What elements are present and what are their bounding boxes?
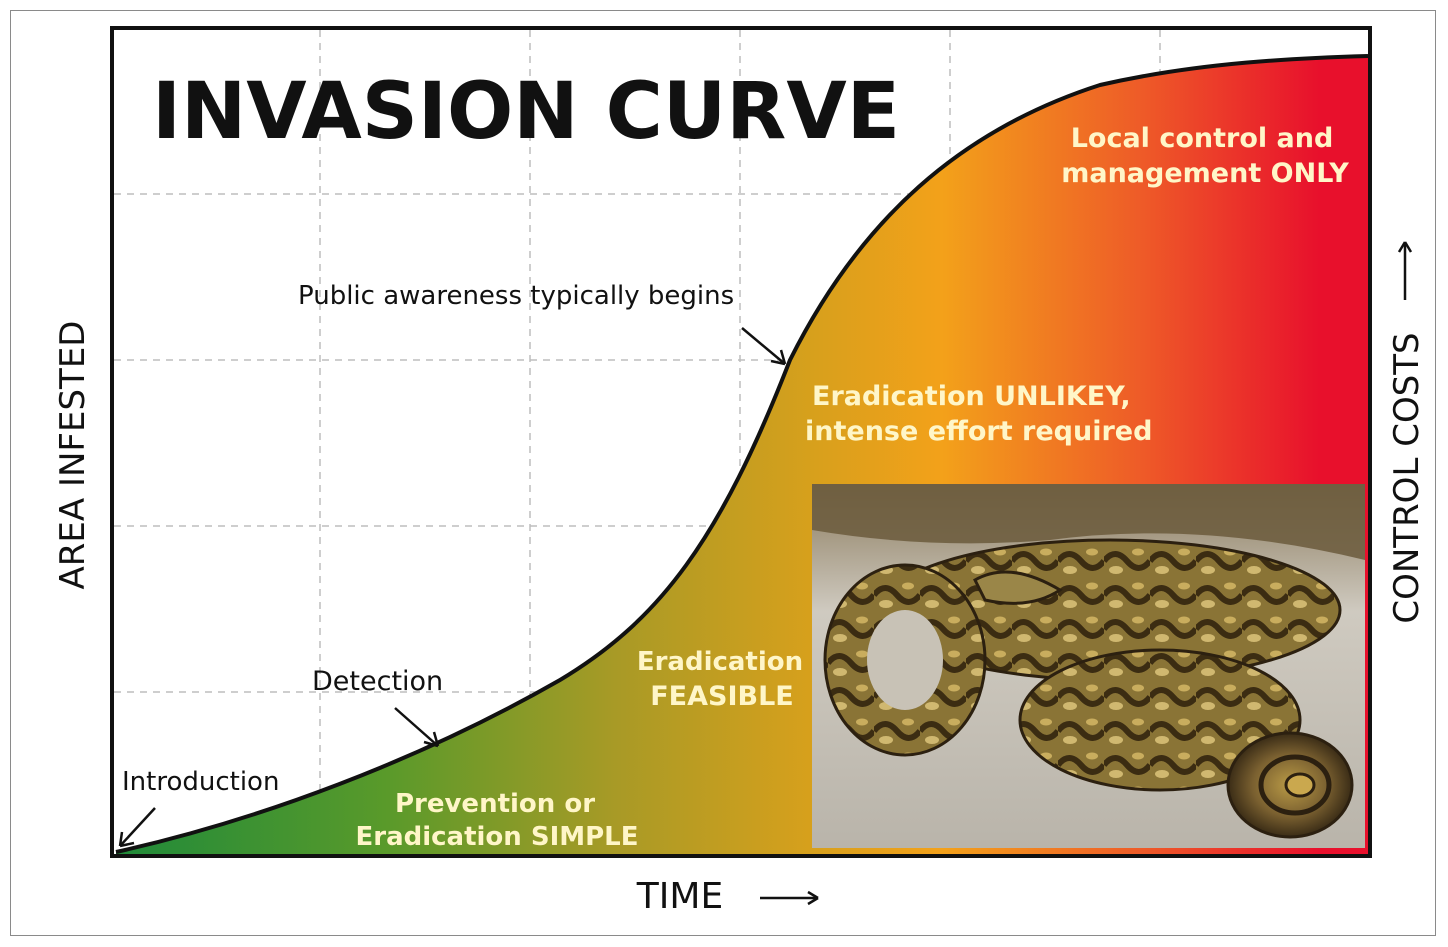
zone-local-line1: Local control and xyxy=(1071,123,1334,154)
zone-feasible-line2: FEASIBLE xyxy=(650,681,794,712)
zone-unlikely-line1: Eradication UNLIKEY, xyxy=(812,381,1131,412)
pointer-arrows xyxy=(118,241,1413,906)
y-axis-label: AREA INFESTED xyxy=(53,321,93,590)
zone-simple-line1: Prevention or xyxy=(395,789,595,819)
detection-arrow xyxy=(394,707,439,747)
zone-feasible-line1: Eradication xyxy=(637,647,803,677)
right-axis-label: CONTROL COSTS xyxy=(1387,332,1427,623)
zone-unlikely-line2: intense effort required xyxy=(805,416,1152,447)
invasion-curve-line xyxy=(115,54,1369,854)
public-awareness-label: Public awareness typically begins xyxy=(298,281,734,311)
x-axis-label: TIME xyxy=(636,876,723,917)
zone-local-line2: management ONLY xyxy=(1061,158,1349,189)
introduction-arrow xyxy=(119,807,156,847)
python-photo xyxy=(812,484,1365,848)
introduction-label: Introduction xyxy=(122,767,279,797)
awareness-arrow xyxy=(741,327,786,365)
zone-labels: Prevention or Eradication SIMPLE Eradica… xyxy=(355,123,1349,852)
detection-label: Detection xyxy=(312,666,443,697)
chart-title: INVASION CURVE xyxy=(152,67,900,157)
zone-simple-line2: Eradication SIMPLE xyxy=(355,822,638,852)
